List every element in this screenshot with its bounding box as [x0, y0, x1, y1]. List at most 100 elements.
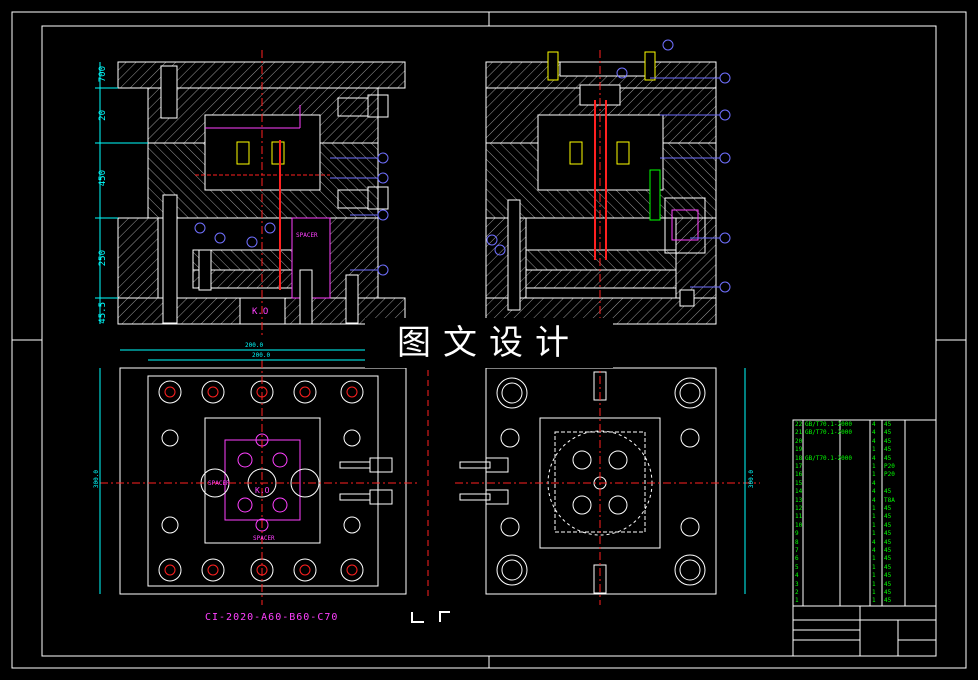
- title-block-cell-qty: 1: [872, 555, 876, 563]
- spacer-label-2: SPACER: [253, 535, 275, 542]
- title-block-cell-qty: 4: [872, 488, 876, 496]
- title-block-cell-no: 5: [795, 563, 799, 571]
- title-block-cell-no: 22: [795, 421, 803, 428]
- title-block-cell-no: 11: [795, 513, 803, 521]
- title-block-cell-mat: 45: [884, 488, 892, 496]
- spacer-label: SPACER: [296, 232, 318, 239]
- dim-left: 300.0: [93, 470, 100, 489]
- title-block-cell-std: GB/T70.1-2000: [805, 421, 852, 428]
- title-block-cell-no: 10: [795, 521, 803, 529]
- title-block-cell-qty: 1: [872, 580, 876, 588]
- title-block-cell-no: 6: [795, 555, 799, 563]
- title-block-cell-mat: 45: [884, 538, 892, 546]
- title-block-cell-no: 17: [795, 463, 803, 470]
- part-number: CI-2020-A60-B60-C70: [205, 612, 339, 623]
- dim-text-3: 450: [98, 170, 108, 187]
- title-block-cell-mat: 45: [884, 555, 892, 563]
- top-right-section-view: [485, 39, 731, 335]
- watermark: 图文设计: [365, 318, 613, 368]
- title-block-cell-qty: 1: [872, 521, 876, 529]
- title-block-cell-no: 21: [795, 429, 803, 437]
- title-block-row: 1 1 45: [793, 597, 933, 605]
- title-block-cell-mat: 45: [884, 437, 892, 445]
- title-block-cell-no: 18: [795, 454, 803, 462]
- title-block-cell-no: 3: [795, 580, 799, 588]
- title-block-cell-no: 20: [795, 437, 803, 445]
- title-block-cell-mat: P20: [884, 471, 895, 479]
- title-block-cell-qty: 4: [872, 547, 876, 554]
- title-block-cell-qty: 1: [872, 446, 876, 454]
- title-block-row: 20 4 45: [793, 438, 933, 446]
- title-block-cell-no: 15: [795, 479, 803, 487]
- title-block-row: 10 1 45: [793, 522, 933, 530]
- dim-text-5: 45.5: [98, 302, 108, 324]
- title-block-row: 14 4 45: [793, 488, 933, 496]
- title-block-cell-qty: 1: [872, 463, 876, 470]
- title-block-row: 16 1 P20: [793, 471, 933, 479]
- title-block-cell-no: 4: [795, 572, 799, 580]
- title-block-cell-mat: 45: [884, 589, 892, 596]
- dim-top1: 200.0: [245, 342, 264, 349]
- title-block-cell-mat: T8A: [884, 496, 895, 504]
- spacer-label-1: SPACER: [208, 480, 230, 487]
- title-block-cell-mat: 45: [884, 521, 892, 529]
- title-block-cell-qty: 1: [872, 572, 876, 580]
- title-block-row: 15 4: [793, 480, 933, 488]
- title-block-cell-no: 9: [795, 530, 799, 538]
- title-block-row: 6 1 45: [793, 555, 933, 563]
- title-block-cell-mat: 45: [884, 530, 892, 538]
- title-block-cell-std: GB/T70.1-2000: [805, 429, 852, 437]
- title-block-cell-no: 7: [795, 547, 799, 554]
- title-block-cell-qty: 1: [872, 597, 876, 605]
- title-block-cell-no: 1: [795, 597, 799, 605]
- title-block-cell-qty: 1: [872, 530, 876, 538]
- title-block-row: 7 4 45: [793, 547, 933, 555]
- title-block-cell-no: 13: [795, 496, 803, 504]
- dim-top2: 200.0: [252, 352, 271, 359]
- title-block-row: 17 1 P20: [793, 463, 933, 471]
- title-block-cell-qty: 1: [872, 589, 876, 596]
- title-block-row: 2 1 45: [793, 589, 933, 597]
- dim-text-2: 20: [98, 110, 108, 121]
- bottom-right-plan-view: [455, 360, 760, 605]
- title-block-cell-mat: 45: [884, 429, 892, 437]
- title-block-cell-mat: P20: [884, 463, 895, 470]
- title-block-cell-mat: 45: [884, 421, 892, 428]
- title-block-row: 9 1 45: [793, 530, 933, 538]
- dim-right: 300.0: [748, 470, 755, 489]
- title-block-cell-mat: 45: [884, 513, 892, 521]
- ko-label-plan: K.O: [255, 486, 270, 495]
- title-block-cell-qty: 1: [872, 513, 876, 521]
- title-block-cell-mat: 45: [884, 547, 892, 554]
- title-block-cell-mat: 45: [884, 446, 892, 454]
- title-block-row: 3 1 45: [793, 581, 933, 589]
- title-block-cell-no: 12: [795, 505, 803, 512]
- title-block-cell-qty: 4: [872, 437, 876, 445]
- ko-label: K.O: [252, 307, 269, 317]
- dim-text-1: 700: [98, 66, 108, 83]
- title-block-cell-mat: 45: [884, 580, 892, 588]
- dim-text-4: 250: [98, 250, 108, 267]
- bottom-left-plan-view: [99, 349, 420, 605]
- title-block-cell-no: 2: [795, 589, 799, 596]
- title-block-cell-mat: 45: [884, 597, 892, 605]
- title-block-cell-qty: 4: [872, 479, 876, 487]
- title-block-cell-no: 14: [795, 488, 803, 496]
- title-block-cell-qty: 1: [872, 471, 876, 479]
- title-block-cell-no: 16: [795, 471, 803, 479]
- title-block-cell-mat: 45: [884, 572, 892, 580]
- title-block-cell-mat: 45: [884, 563, 892, 571]
- title-block-cell-std: GB/T70.1-2000: [805, 454, 852, 462]
- top-left-section-view: [95, 50, 406, 335]
- title-block-cell-mat: 45: [884, 505, 892, 512]
